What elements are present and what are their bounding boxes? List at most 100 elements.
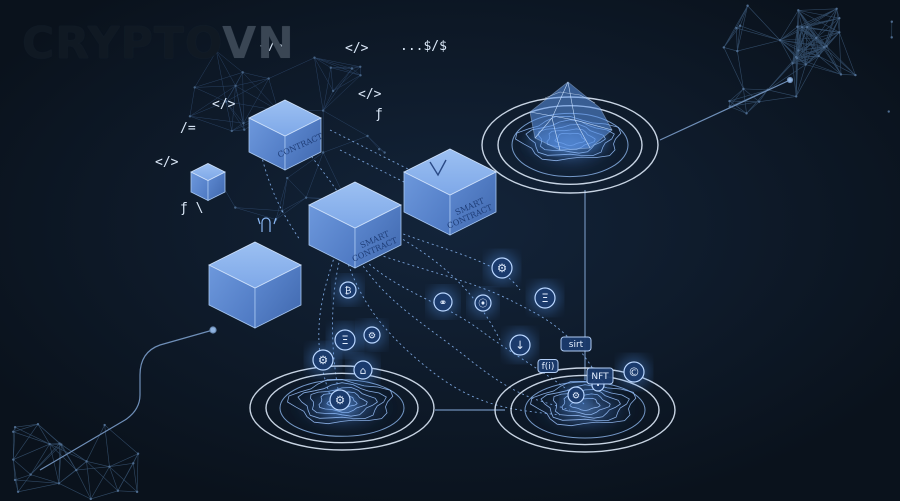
mesh-node [132,462,135,465]
mesh-line [779,10,799,41]
mesh-node [745,112,748,115]
mesh-line [305,152,324,198]
mesh-line [795,45,827,58]
mesh-line [815,37,819,57]
svg-text:f(i): f(i) [542,362,555,372]
svg-text:Ξ: Ξ [541,291,548,305]
mesh-node [321,151,325,154]
mesh-line [117,490,138,493]
mesh-line [779,40,793,64]
svg-text:NFT: NFT [591,372,609,382]
mesh-line [235,207,277,220]
mesh-line [86,461,110,467]
mesh-node [838,31,841,34]
mesh-line [795,10,799,58]
mesh-node [193,86,196,89]
mesh-line [351,68,361,76]
mesh-line [838,32,842,75]
mesh-line [759,96,797,102]
mesh-line [49,443,60,484]
mesh-node [13,478,17,482]
mesh-line [729,89,768,102]
contract-block [190,163,226,202]
mesh-line [792,27,803,64]
mesh-node [108,465,111,468]
mesh-line [758,89,768,102]
code-tag: ƒ \ [180,201,203,216]
crystal-structure [528,81,613,154]
mesh-line [818,55,842,75]
mesh-line [314,57,353,69]
mesh-line [235,85,279,111]
mesh-line [796,55,819,58]
mesh-line [797,26,807,65]
mesh-node [350,67,354,70]
mesh-line [30,474,60,484]
mesh-node [378,148,381,151]
mesh-node [103,423,106,427]
mesh-line [798,10,840,33]
mesh-line [826,32,840,47]
mesh-line [194,87,227,102]
mesh-node [796,25,799,28]
mesh-line [13,423,39,433]
mesh-node [887,110,890,113]
mesh-line [242,72,269,79]
mesh-node [75,468,78,472]
mesh-line [225,101,244,124]
code-tag: ƒ [375,107,383,122]
mesh-node [817,54,820,58]
mesh-line [287,152,324,179]
mesh-node [267,77,270,80]
mesh-line [13,443,50,460]
mesh-line [743,88,760,102]
code-tag: </> [155,155,179,170]
mesh-line [332,66,361,92]
mesh-line [189,116,232,132]
mesh-node [48,442,51,446]
mesh-line [795,55,819,97]
mesh-node [728,99,731,103]
mesh-line [815,8,837,39]
mesh-line [737,5,748,52]
mesh-node [736,49,739,53]
token-coin-icon: ₿ [334,276,362,304]
mesh-node [321,109,325,112]
mesh-node [742,87,745,91]
mesh-line [805,55,819,65]
mesh-line [76,466,110,471]
mesh-line [30,443,50,475]
mesh-line [351,66,361,69]
mesh-line [323,110,368,137]
flow-line [318,254,336,396]
mesh-line [807,26,827,47]
code-tag: </> [260,39,284,54]
token-coin-icon: ⚙ [324,384,356,416]
mesh-line [15,479,59,484]
mesh-node [738,24,742,27]
mesh-line [779,26,808,41]
mesh-line [109,453,139,467]
mesh-node [806,25,809,29]
mesh-line [75,469,92,500]
mesh-line [798,45,827,51]
mesh-line [281,178,288,211]
mesh-node [230,129,233,133]
mesh-line [58,443,60,484]
mesh-line [37,423,60,444]
brand-logo: CRYPTOVN [22,18,295,69]
flow-line [389,231,501,341]
mesh-line [104,424,139,454]
mesh-line [792,26,798,64]
contract-block [208,241,302,329]
mesh-node [735,26,738,30]
mesh-line [86,461,119,492]
mesh-line [797,8,837,28]
mesh-line [136,453,139,492]
code-tag: </> [345,41,369,56]
mesh-node [12,430,15,434]
mesh-line [779,40,806,65]
mesh-line [740,25,781,41]
mesh-line [314,57,361,68]
token-coin-icon: Ξ [529,282,561,314]
